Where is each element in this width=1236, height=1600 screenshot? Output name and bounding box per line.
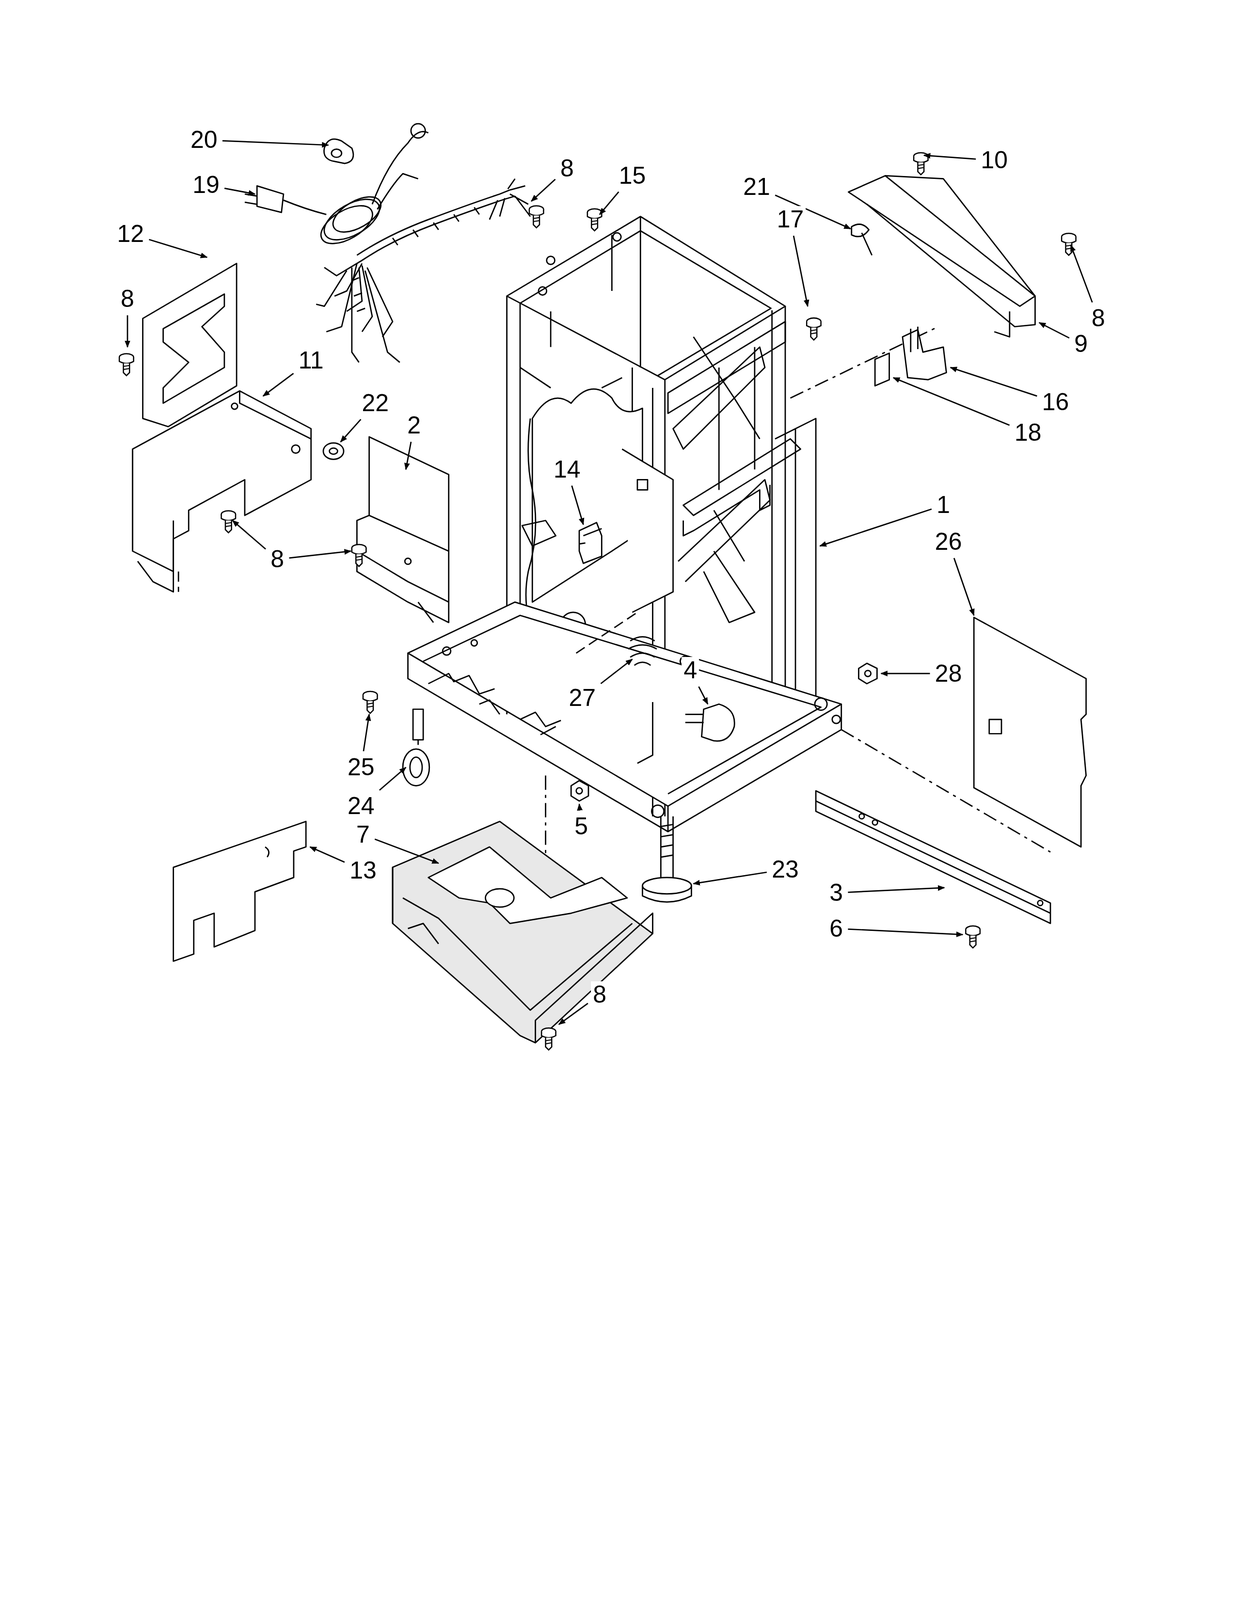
callout-number: 8 [268,545,286,572]
leader-arrow [953,557,974,616]
leader-arrow [222,140,329,145]
leader-arrow [126,315,129,348]
callout-number: 22 [359,389,391,416]
callout-number: 12 [114,220,146,247]
leader-arrow [263,373,294,397]
callout-number: 8 [118,285,137,312]
leader-arrow [374,839,439,864]
callout-number: 8 [1089,304,1108,332]
callout-number: 10 [979,146,1011,174]
leader-arrow [820,508,932,546]
callout-number: 5 [572,812,590,840]
leader-arrow [847,928,963,935]
leader-arrow [1070,244,1093,302]
leader-arrow [950,367,1038,397]
callout-number: 14 [551,456,583,483]
leader-arrow [558,1002,588,1024]
callout-number: 7 [354,821,372,848]
leader-arrow [698,686,709,704]
callout-number: 24 [345,792,377,819]
leader-arrow [571,485,584,525]
callout-number: 3 [827,879,845,906]
callout-number: 8 [590,981,609,1008]
leader-arrow [224,188,255,194]
leader-arrow [923,155,976,159]
leader-arrow [600,659,633,684]
leader-arrow [232,520,266,550]
callout-number: 21 [741,173,773,200]
callout-number: 8 [558,155,576,182]
leader-arrow [599,191,619,215]
callout-number: 25 [345,753,377,780]
leader-arrow [693,871,767,884]
callout-number: 6 [827,915,845,942]
callout-number: 13 [347,856,379,884]
leader-arrow [847,887,945,892]
callout-number: 20 [188,126,220,153]
leader-arrow [340,419,362,443]
callout-number: 18 [1012,419,1044,446]
callout-number: 11 [296,347,326,374]
callout-number: 17 [775,206,807,233]
leader-arrow [579,803,580,810]
callout-number: 26 [933,528,965,555]
callout-number: 9 [1072,330,1090,357]
leader-arrow [531,179,555,202]
callout-number: 19 [190,171,222,198]
leader-arrow [881,672,931,675]
leader-arrow [148,239,207,258]
callout-number: 15 [617,162,649,189]
callout-number: 28 [933,660,965,687]
callout-number: 4 [681,656,699,683]
callout-number: 23 [769,855,801,883]
leader-arrow [1039,322,1070,338]
callout-number: 27 [567,684,599,711]
callout-number: 1 [934,491,952,518]
leader-arrow [379,767,406,791]
leader-arrow [893,377,1010,426]
leader-arrow [288,551,351,558]
callout-number: 2 [405,412,423,439]
leader-arrow [793,235,808,307]
leader-arrow [363,713,370,751]
callout-number: 16 [1040,388,1072,415]
leader-arrow [310,846,345,863]
leader-arrow [405,441,412,470]
